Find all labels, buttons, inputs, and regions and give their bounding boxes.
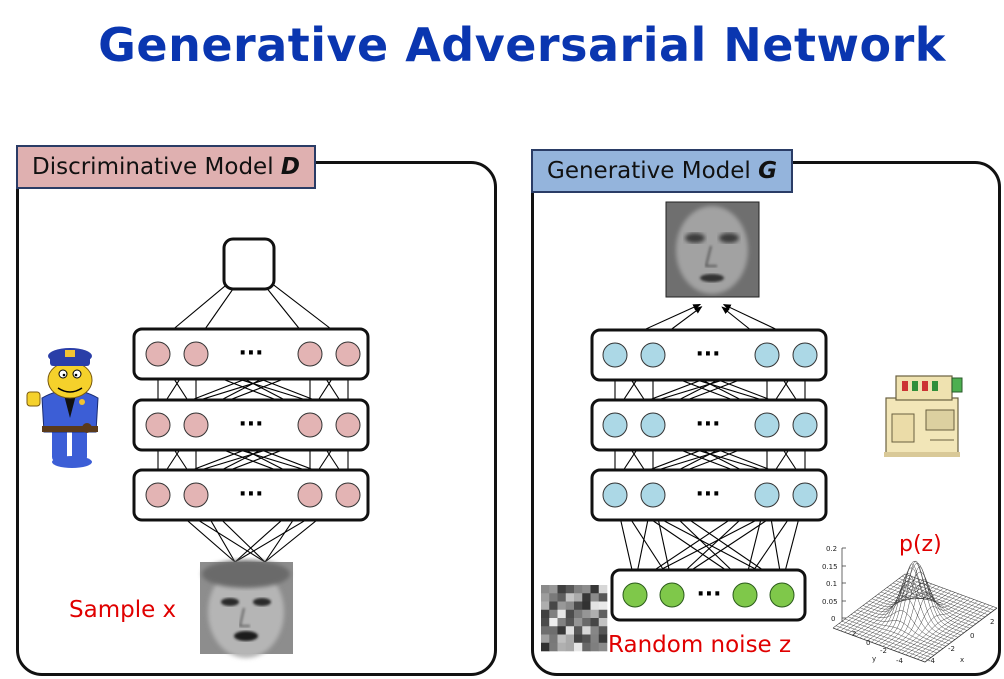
- discriminator-layer-2-node-3: [335, 482, 361, 508]
- x-tick-2: -2: [948, 645, 955, 653]
- discriminator-layer-1-node-3: [335, 412, 361, 438]
- discriminator-layer-0-ellipsis: ···: [238, 341, 263, 366]
- noise-node-2: [732, 582, 758, 608]
- discriminator-output-box: [222, 237, 276, 291]
- discriminator-layer-0-node-0: [145, 341, 171, 367]
- discriminator-layer-0-node-2: [297, 341, 323, 367]
- discriminator-layer-2-node-0: [145, 482, 171, 508]
- generator-layer-0-node-3: [792, 342, 818, 368]
- z-tick-4: 0: [831, 615, 835, 623]
- generator-layer-2-box: [590, 468, 828, 522]
- y-axis-label: y: [872, 655, 876, 663]
- y-tick-3: -4: [896, 657, 904, 665]
- generator-layer-0-node-2: [754, 342, 780, 368]
- generator-layer-1-ellipsis: ···: [695, 412, 720, 437]
- z-tick-3: 0.05: [822, 598, 838, 606]
- pz-label: p(z): [899, 532, 942, 557]
- y-tick-1: 0: [866, 639, 870, 647]
- discriminator-layer-0-node-1: [183, 341, 209, 367]
- discriminator-layer-0-node-3: [335, 341, 361, 367]
- z-tick-2: 0.1: [826, 580, 837, 588]
- discriminator-layer-1-node-2: [297, 412, 323, 438]
- discriminator-layer-1-node-0: [145, 412, 171, 438]
- generator-label: Generative Model G: [531, 149, 793, 193]
- noise-node-1: [659, 582, 685, 608]
- generator-layer-0-node-1: [640, 342, 666, 368]
- generator-layer-2-node-2: [754, 482, 780, 508]
- sample-face-image: [200, 560, 293, 658]
- generator-layer-1-box: [590, 398, 828, 452]
- generator-layer-1-node-2: [754, 412, 780, 438]
- generator-layer-2-node-1: [640, 482, 666, 508]
- x-tick-0: 2: [990, 618, 994, 626]
- generator-layer-0-ellipsis: ···: [695, 342, 720, 367]
- noise-image: [541, 585, 608, 652]
- discriminator-symbol: D: [280, 154, 300, 180]
- noise-layer-ellipsis: ···: [696, 582, 721, 607]
- generator-layer-0-box: [590, 328, 828, 382]
- page-title: Generative Adversarial Network: [98, 18, 946, 72]
- discriminator-label-text: Discriminative Model: [32, 154, 281, 180]
- machine-icon: [884, 375, 963, 457]
- generator-layer-1-node-3: [792, 412, 818, 438]
- discriminator-layer-2-box: [132, 468, 370, 522]
- generator-layer-0-node-0: [602, 342, 628, 368]
- discriminator-layer-2-node-2: [297, 482, 323, 508]
- plot-tick-labels: 0.2 0.15 0.1 0.05 0 2 0 -2 -4 y 2 0 -2 -…: [822, 545, 994, 665]
- police-officer-icon: [26, 348, 99, 468]
- y-tick-2: -2: [880, 647, 887, 655]
- noise-node-3: [769, 582, 795, 608]
- discriminator-layer-2-node-1: [183, 482, 209, 508]
- noise-layer-box: [610, 568, 807, 622]
- discriminator-label: Discriminative Model D: [16, 145, 316, 189]
- generator-layer-2-ellipsis: ···: [695, 482, 720, 507]
- generator-symbol: G: [758, 158, 777, 184]
- generator-layer-1-node-1: [640, 412, 666, 438]
- generated-face-image: [665, 201, 760, 298]
- generator-layer-1-node-0: [602, 412, 628, 438]
- discriminator-layer-1-ellipsis: ···: [238, 412, 263, 437]
- generator-label-text: Generative Model: [547, 158, 759, 184]
- discriminator-layer-2-ellipsis: ···: [238, 482, 263, 507]
- x-tick-3: -4: [928, 657, 936, 665]
- generator-layer-2-node-0: [602, 482, 628, 508]
- y-tick-0: 2: [852, 630, 856, 638]
- x-axis-label: x: [960, 656, 964, 664]
- generator-layer-2-node-3: [792, 482, 818, 508]
- z-tick-1: 0.15: [822, 563, 838, 571]
- sample-x-label: Sample x: [69, 597, 177, 623]
- x-tick-1: 0: [970, 632, 974, 640]
- random-noise-label: Random noise z: [608, 632, 792, 658]
- discriminator-layer-1-node-1: [183, 412, 209, 438]
- discriminator-layer-1-box: [132, 398, 370, 452]
- noise-node-0: [622, 582, 648, 608]
- discriminator-layer-0-box: [132, 327, 370, 381]
- z-tick-0: 0.2: [826, 545, 837, 553]
- gaussian-surface-plot: [832, 547, 998, 663]
